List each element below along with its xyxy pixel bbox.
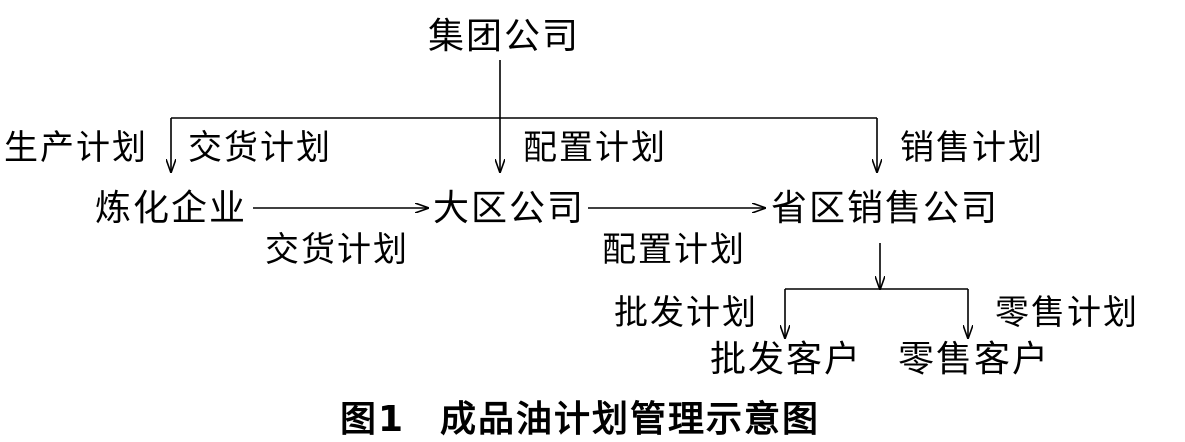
figure-title: 成品油计划管理示意图 <box>440 399 821 440</box>
edge-label-wholesale-plan: 批发计划 <box>614 293 758 333</box>
edge-label-sales-plan: 销售计划 <box>900 128 1044 168</box>
edge-label-retail-plan: 零售计划 <box>995 293 1139 333</box>
node-wholesale-customer: 批发客户 <box>710 339 863 380</box>
edge-label-production-plan: 生产计划 <box>4 128 148 168</box>
flow-lines <box>0 60 1185 432</box>
node-region: 大区公司 <box>433 188 586 229</box>
edge-label-delivery-plan-top: 交货计划 <box>188 128 332 168</box>
edge-label-delivery-plan-mid: 交货计划 <box>265 230 409 270</box>
edge-label-allocation-plan-mid: 配置计划 <box>602 230 746 270</box>
node-group: 集团公司 <box>428 16 581 57</box>
node-retail-customer: 零售客户 <box>898 339 1051 380</box>
node-refinery: 炼化企业 <box>95 188 248 229</box>
figure-number: 图1 <box>340 399 406 440</box>
node-province: 省区销售公司 <box>771 188 1000 229</box>
edge-label-allocation-plan-top: 配置计划 <box>523 128 667 168</box>
